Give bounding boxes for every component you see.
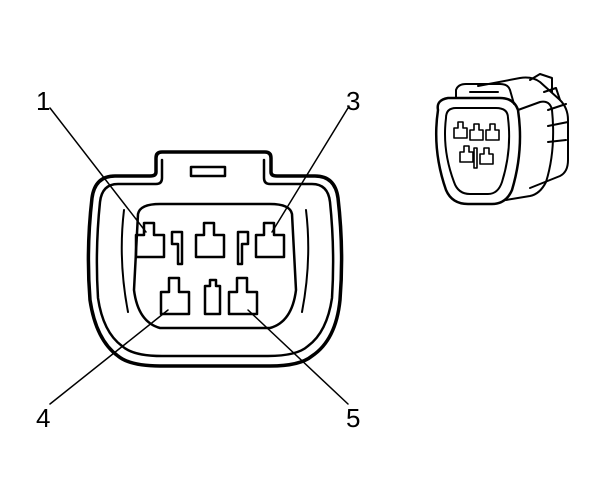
leader-line-3 — [271, 107, 349, 233]
polarization-key-right — [236, 230, 250, 266]
inset-terminals — [453, 121, 500, 169]
callout-labels: 1 3 4 5 — [36, 86, 360, 433]
terminal-2 — [194, 221, 226, 259]
housing-curve-right — [301, 209, 310, 313]
pin-cavity-area — [132, 202, 298, 330]
callout-pin-1: 1 — [36, 86, 50, 116]
connector-housing-inner — [95, 158, 335, 358]
housing-curve-left — [120, 209, 129, 313]
callout-pin-5: 5 — [346, 403, 360, 433]
terminal-1 — [134, 221, 166, 259]
leader-line-4 — [49, 309, 169, 405]
connector-front-outer — [434, 96, 522, 206]
connector-housing-outer — [86, 150, 344, 368]
polarization-key-left — [170, 230, 184, 266]
polarization-key-center — [203, 278, 222, 316]
terminal-3 — [254, 221, 286, 259]
connector-rear-ribs — [529, 73, 569, 143]
connector-latch — [455, 83, 515, 105]
connector-perspective-icon — [434, 73, 569, 206]
callout-pin-3: 3 — [346, 86, 360, 116]
connector-rear-body — [477, 76, 569, 189]
terminal-4 — [159, 276, 191, 316]
connector-face — [86, 150, 344, 368]
leader-lines — [49, 107, 349, 405]
terminal-5 — [227, 276, 259, 316]
leader-line-1 — [49, 107, 147, 233]
connector-side-depth — [505, 100, 555, 201]
leader-line-5 — [247, 309, 349, 405]
locking-tab-slot — [189, 165, 227, 178]
callout-pin-4: 4 — [36, 403, 50, 433]
connector-front-inner — [444, 107, 511, 195]
